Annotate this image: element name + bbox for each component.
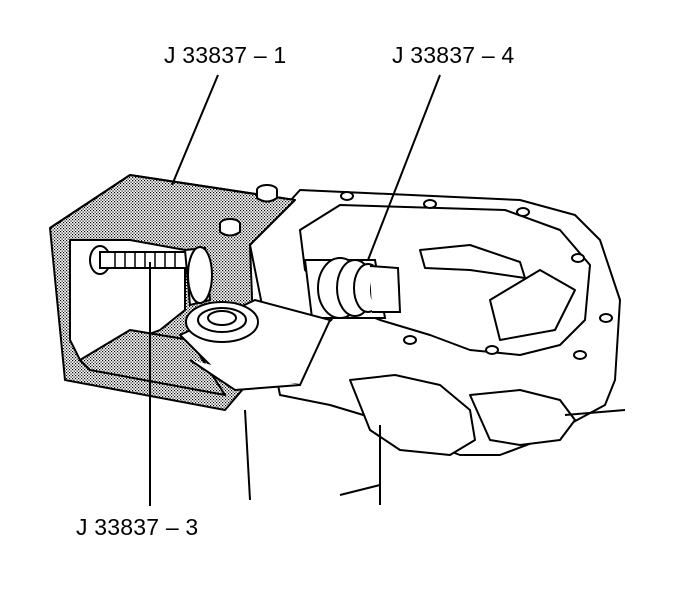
bracket-bolts [219,184,278,237]
leader-line-4 [367,74,441,261]
callout-label-j33837-4: J 33837 – 4 [392,42,515,68]
seal-installer-tool [303,257,402,319]
callout-label-j33837-3: J 33837 – 3 [76,514,199,540]
leader-lines [149,74,441,506]
forcing-screw [89,245,213,307]
housing [244,189,626,505]
leader-line-1 [171,74,219,186]
output-yoke [178,298,332,392]
callout-label-j33837-1: J 33837 – 1 [164,42,287,68]
